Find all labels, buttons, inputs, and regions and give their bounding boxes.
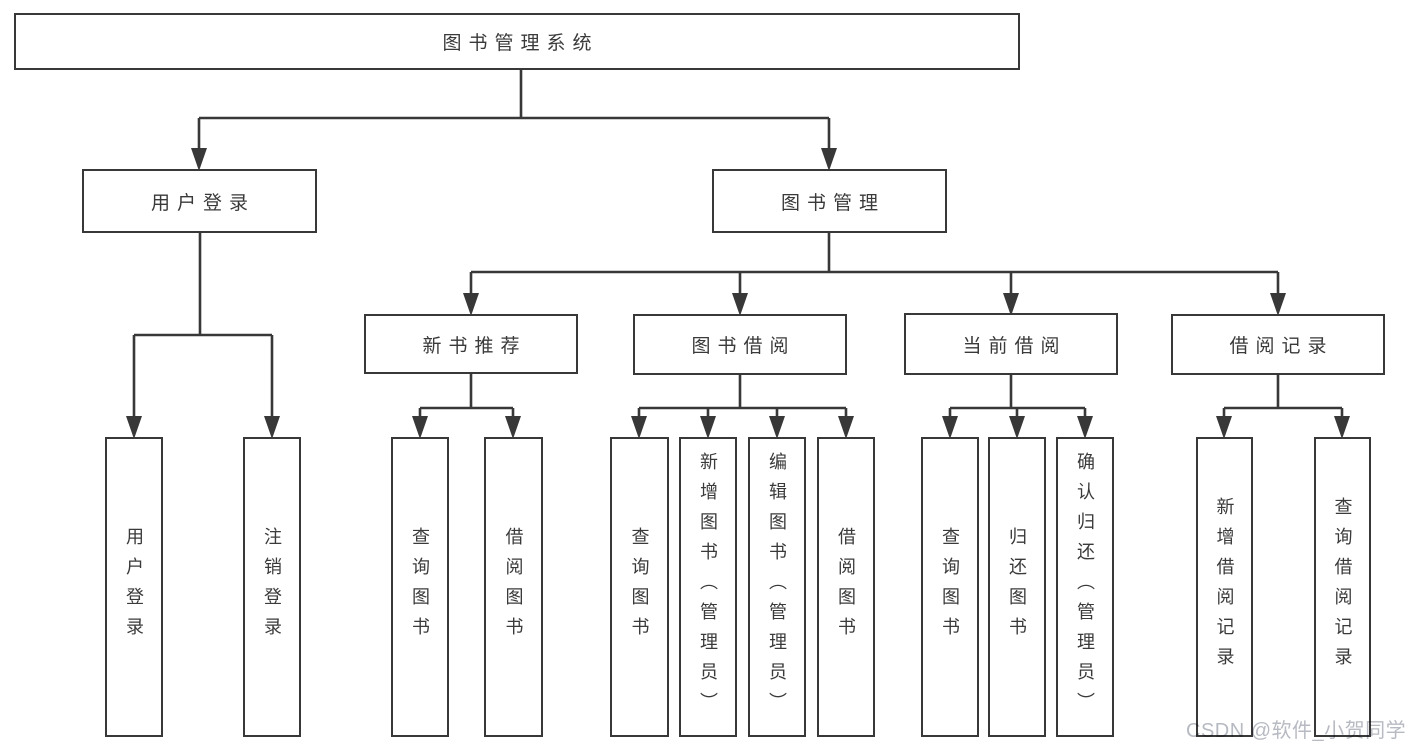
node-label: 编辑图书（管理员） (767, 452, 787, 722)
node-book-borrow: 图书借阅 (633, 314, 847, 375)
node-book-management: 图书管理 (712, 169, 947, 233)
csdn-watermark: CSDN @软件_小贺同学 (1186, 720, 1405, 742)
node-label: 归还图书 (1007, 527, 1027, 647)
node-query-borrow-record: 查询借阅记录 (1314, 437, 1371, 737)
node-edit-book-admin: 编辑图书（管理员） (748, 437, 806, 737)
node-label: 用户登录 (124, 527, 144, 647)
node-root-system: 图书管理系统 (14, 13, 1020, 70)
node-label: 注销登录 (262, 527, 282, 647)
node-label: 查询图书 (410, 527, 430, 647)
node-query-book-2: 查询图书 (610, 437, 669, 737)
node-query-book-1: 查询图书 (391, 437, 449, 737)
node-user-login-action: 用户登录 (105, 437, 163, 737)
node-label: 新增图书（管理员） (698, 452, 718, 722)
node-label: 新增借阅记录 (1214, 497, 1235, 677)
node-label: 查询图书 (940, 527, 960, 647)
node-label: 查询图书 (629, 527, 650, 647)
arrowheads (126, 148, 1350, 439)
node-add-borrow-record: 新增借阅记录 (1196, 437, 1253, 737)
node-user-login: 用户登录 (82, 169, 317, 233)
node-borrow-record: 借阅记录 (1171, 314, 1385, 375)
node-add-book-admin: 新增图书（管理员） (679, 437, 737, 737)
node-confirm-return-admin: 确认归还（管理员） (1056, 437, 1114, 737)
node-new-book-recommend: 新书推荐 (364, 314, 578, 374)
node-borrow-book-2: 借阅图书 (817, 437, 875, 737)
node-return-book: 归还图书 (988, 437, 1046, 737)
node-logout-action: 注销登录 (243, 437, 301, 737)
node-label: 借阅图书 (836, 527, 856, 647)
node-label: 借阅图书 (503, 527, 524, 647)
node-current-borrow: 当前借阅 (904, 313, 1118, 375)
node-label: 查询借阅记录 (1332, 497, 1353, 677)
node-borrow-book-1: 借阅图书 (484, 437, 543, 737)
node-query-book-3: 查询图书 (921, 437, 979, 737)
node-label: 确认归还（管理员） (1075, 452, 1095, 722)
